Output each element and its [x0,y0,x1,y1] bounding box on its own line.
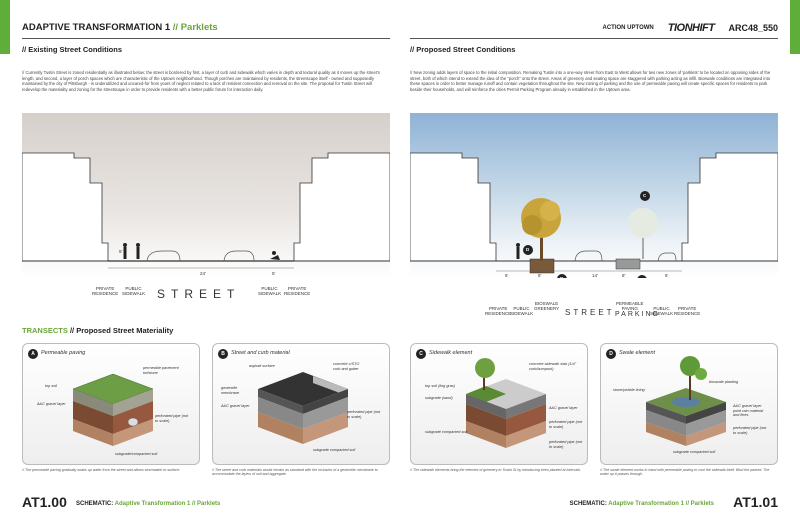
header-right: ACTION UPTOWN TIONHIFT ARC48_550 [603,22,778,34]
divider-right [410,38,778,39]
caption-d: // The swale element works in hand with … [600,468,770,477]
sheet-code-right: AT1.01 [733,494,778,510]
card-title: Permeable paving [41,350,86,356]
right-green-tab [790,0,800,54]
card-badge: C [416,349,426,359]
divider-left [22,38,390,39]
card-sidewalk-element: C Sidewalk element concrete sidewalk sla… [410,343,588,465]
caption-b: // The street and curb materials would r… [212,468,378,477]
card-title: Street and curb material [231,350,290,356]
street-label-proposed: STREET [565,308,615,317]
caption-c: // The sidewalk elements bring the eleme… [410,468,581,472]
dim-left: 5' [119,249,123,254]
sheet-code-left: AT1.00 [22,494,67,510]
proposed-section-drawing: D B C A 5' 8' 14' 8' 5' [410,113,778,278]
title-accent: // Parklets [172,22,218,33]
marker-d: D [526,247,530,252]
card-title: Sidewalk element [429,350,473,356]
existing-title: // Existing Street Conditions [22,45,123,54]
project-code: ARC48_550 [728,23,778,33]
card-badge: B [218,349,228,359]
title-main: ADAPTIVE TRANSFORMATION 1 [22,22,171,33]
marker-c: C [643,193,647,198]
existing-paragraph: // Currently Tustin Street is zoned resi… [22,70,380,92]
street-label: STREET [157,287,241,301]
proposed-title: // Proposed Street Conditions [410,45,516,54]
card-street-curb: B Street and curb material asphalt surfa… [212,343,390,465]
footer-subtitle-left: SCHEMATIC: Adaptive Transformation 1 // … [76,501,221,507]
marker-a: A [640,277,643,278]
marker-b: B [560,276,563,278]
card-swale-element: D Swale element bioswale planting stone/… [600,343,778,465]
card-title: Swale element [619,350,656,356]
caption-a: // The permeable paving gradually soaks … [22,468,181,472]
page-title: ADAPTIVE TRANSFORMATION 1 // Parklets [22,22,218,36]
org-name: ACTION UPTOWN [602,25,654,31]
proposed-paragraph: // New zoning adds layers of space to th… [410,70,771,92]
card-badge: D [606,349,616,359]
existing-section-drawing: 5' 24' 5' [22,113,390,278]
dim-right: 5' [272,271,276,276]
dim-center: 24' [200,271,206,276]
logo: TIONHIFT [667,22,715,34]
card-badge: A [28,349,38,359]
left-green-tab [0,0,10,54]
footer-subtitle-right: SCHEMATIC: Adaptive Transformation 1 // … [569,501,714,507]
card-permeable-paving: A Permeable paving permeable pavement tu… [22,343,200,465]
transects-title: TRANSECTS // Proposed Street Materiality [22,326,174,335]
